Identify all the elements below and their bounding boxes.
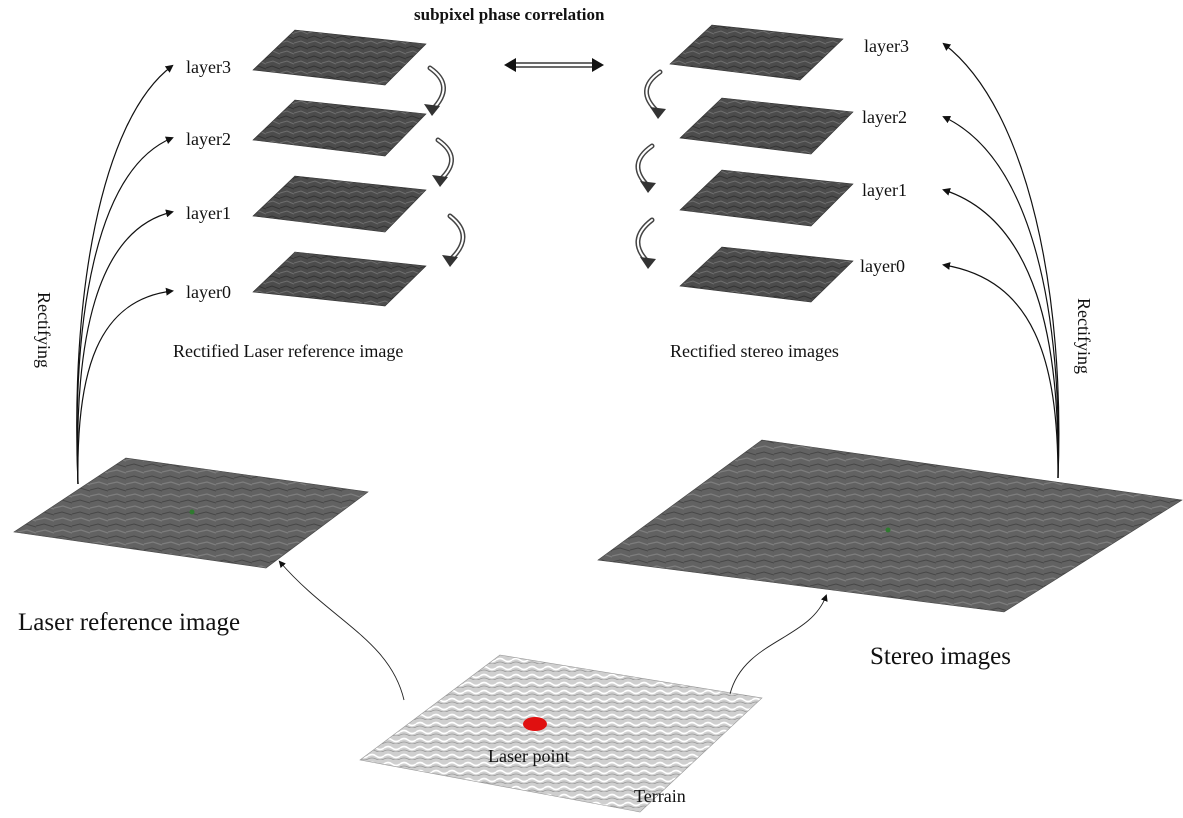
- left-pyramid-arrows: [424, 65, 466, 267]
- left-layer-stack: [252, 29, 427, 307]
- stereo-image: [597, 439, 1183, 613]
- right-layer0-tile: [679, 246, 854, 303]
- right-point-marker: [885, 527, 891, 533]
- right-layer1-tile: [679, 169, 854, 227]
- terrain-label: Terrain: [634, 786, 686, 806]
- left-rectifying-arrows: [76, 64, 174, 485]
- left-layer0-label: layer0: [186, 282, 231, 302]
- right-rectifying-label: Rectifying: [1074, 298, 1094, 374]
- right-rectifying-arrows: [942, 42, 1060, 479]
- right-layer-stack: [669, 24, 854, 303]
- left-layer1-label: layer1: [186, 203, 231, 223]
- terrain-to-images-arrows: [278, 560, 828, 701]
- left-stack-caption: Rectified Laser reference image: [173, 341, 403, 361]
- left-point-marker: [189, 509, 195, 515]
- right-layer1-label: layer1: [862, 180, 907, 200]
- left-layer3-tile: [252, 29, 427, 86]
- laser-point-label: Laser point: [488, 746, 569, 766]
- left-layer1-tile: [252, 175, 427, 233]
- right-layer2-tile: [679, 97, 854, 155]
- left-layer3-label: layer3: [186, 57, 231, 77]
- right-layer2-label: layer2: [862, 107, 907, 127]
- terrain-surface: [359, 654, 763, 813]
- stereo-images-label: Stereo images: [870, 643, 1011, 670]
- right-layer3-tile: [669, 24, 844, 81]
- left-rectifying-label: Rectifying: [34, 292, 54, 368]
- laser-reference-image-label: Laser reference image: [18, 609, 240, 636]
- phase-correlation-double-arrow: [504, 58, 604, 72]
- diagram-title: subpixel phase correlation: [414, 5, 605, 24]
- left-layer2-tile: [252, 99, 427, 157]
- right-layer0-label: layer0: [860, 256, 905, 276]
- right-pyramid-arrows: [635, 69, 666, 269]
- right-stack-caption: Rectified stereo images: [670, 341, 839, 361]
- laser-point-marker: [523, 717, 547, 731]
- right-layer3-label: layer3: [864, 36, 909, 56]
- left-layer0-tile: [252, 251, 427, 307]
- left-layer2-label: layer2: [186, 129, 231, 149]
